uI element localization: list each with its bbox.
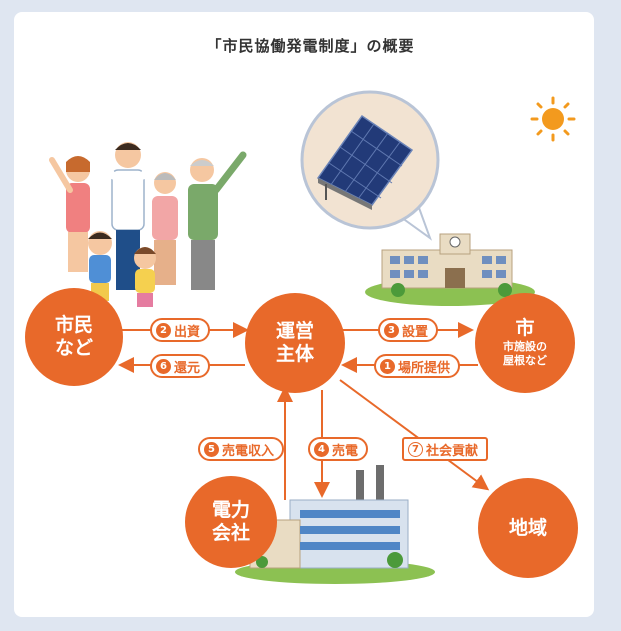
flow-install: 3 設置 — [378, 318, 439, 342]
node-region-label: 地域 — [508, 516, 547, 539]
node-power-company-line2: 会社 — [211, 522, 250, 544]
node-citizens: 市民 など — [25, 288, 123, 386]
flow-return: 6 還元 — [150, 354, 211, 378]
flow-social-label: 社会貢献 — [426, 443, 479, 459]
flow-invest-label: 出資 — [174, 324, 201, 340]
node-operator-line2: 主体 — [275, 343, 314, 365]
solar-panel-icon — [300, 90, 440, 241]
flow-sell-power-label: 売電 — [332, 443, 359, 459]
sun-icon — [530, 96, 576, 142]
node-citizens-line1: 市民 — [54, 314, 93, 337]
flow-return-num: 6 — [156, 358, 171, 374]
node-city-sub2: 屋根など — [503, 354, 547, 368]
family-icon — [49, 134, 247, 307]
factory-icon — [235, 465, 435, 584]
node-power-company: 電力 会社 — [185, 476, 277, 568]
node-citizens-line2: など — [54, 337, 93, 359]
flow-return-label: 還元 — [174, 360, 201, 376]
flow-invest-num: 2 — [156, 322, 171, 338]
flow-invest: 2 出資 — [150, 318, 211, 342]
node-operator: 運営 主体 — [245, 293, 345, 393]
flow-install-num: 3 — [384, 322, 399, 338]
node-city-sub1: 市施設の — [503, 339, 547, 353]
flow-sales-income: 5 売電収入 — [198, 437, 285, 461]
arrow-social — [339, 379, 490, 491]
flow-provide-site: 1 場所提供 — [374, 354, 461, 378]
flow-sell-power-num: 4 — [314, 441, 329, 457]
node-region: 地域 — [478, 478, 578, 578]
flow-sales-income-num: 5 — [204, 441, 219, 457]
flow-install-label: 設置 — [402, 324, 429, 340]
flow-sell-power: 4 売電 — [308, 437, 369, 461]
flow-social-num: 7 — [408, 441, 423, 457]
flow-social-contribution: 7 社会貢献 — [402, 437, 489, 461]
flow-provide-site-num: 1 — [380, 358, 395, 374]
flow-provide-site-label: 場所提供 — [398, 360, 451, 376]
city-hall-icon — [365, 233, 535, 306]
diagram-title: 「市民協働発電制度」の概要 — [206, 37, 415, 55]
node-city: 市 市施設の 屋根など — [475, 293, 575, 393]
node-operator-line1: 運営 — [275, 320, 314, 343]
flow-sales-income-label: 売電収入 — [222, 443, 275, 459]
node-power-company-line1: 電力 — [211, 499, 250, 522]
node-city-line1: 市 — [515, 316, 535, 339]
